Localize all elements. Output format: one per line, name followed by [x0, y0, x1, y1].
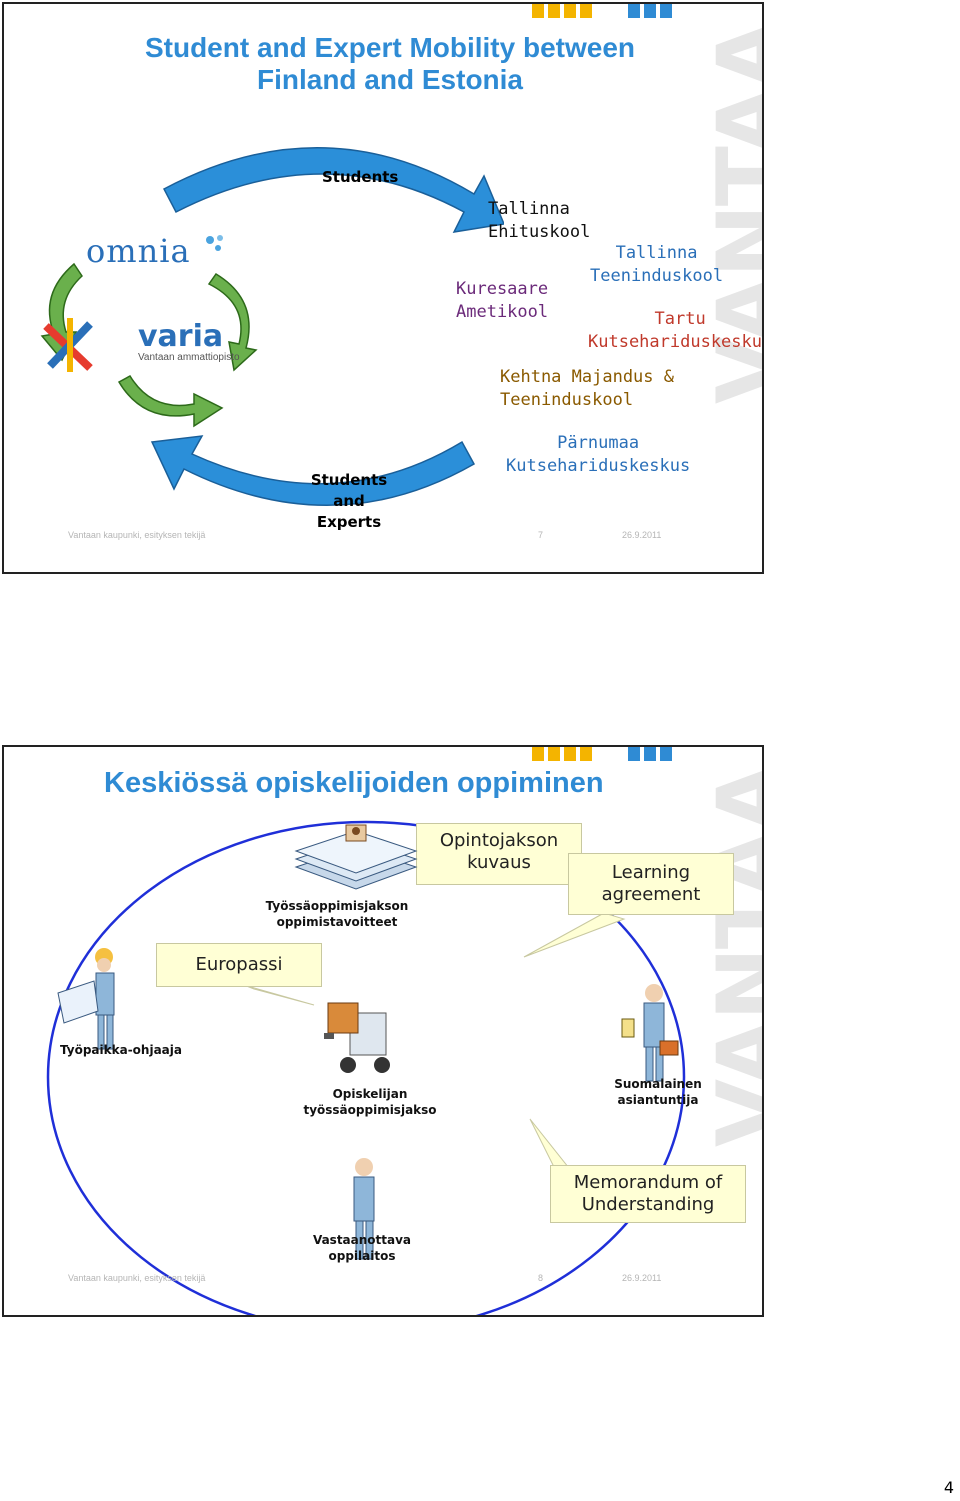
- varia-x-logo-icon: [43, 318, 93, 372]
- school-kuresaare-ametikool: Kuresaare Ametikool: [456, 279, 549, 322]
- workplace-supervisor-figure: [57, 948, 115, 1050]
- decorative-squares: [532, 4, 672, 18]
- memorandum-callout: Memorandum of Understanding: [550, 1165, 746, 1223]
- school-tartu: Tartu Kutsehariduskeskus: [588, 309, 764, 352]
- students-label: Students: [322, 168, 399, 186]
- forklift-icon: [324, 1002, 390, 1073]
- footer-date: 26.9.2011: [622, 530, 662, 540]
- slide-title: Student and Expert Mobility between Finl…: [144, 32, 636, 95]
- bottom-arrow: [150, 435, 476, 506]
- school-tallinna-teeninduskool: Tallinna Teeninduskool: [590, 243, 724, 286]
- learning-circle: [46, 820, 686, 1315]
- page-number: 4: [943, 1478, 954, 1497]
- varia-logo: varia Vantaan ammattiopisto: [138, 319, 240, 364]
- finnish-expert-figure: [621, 984, 679, 1082]
- students-experts-label: Students and Experts: [310, 471, 388, 531]
- learning-tail: [523, 912, 626, 958]
- documents-stack-icon: [294, 824, 418, 890]
- school-tallinna-ehituskool: Tallinna Ehituskool: [488, 199, 591, 242]
- opiskelijan-label: Opiskelijan työssäoppimisjakso: [303, 1087, 437, 1117]
- footer-date: 26.9.2011: [622, 1273, 662, 1283]
- slide-1: VANTAA Student and Expert Mobility betwe…: [2, 2, 764, 574]
- mobility-arrows: [40, 146, 504, 506]
- slide-title: Keskiössä opiskelijoiden oppiminen: [104, 767, 604, 799]
- footer-page: 7: [538, 530, 544, 540]
- school-kehtna: Kehtna Majandus & Teeninduskool: [500, 367, 674, 410]
- top-arrow: [162, 146, 504, 233]
- receiving-school-figure: [353, 1158, 375, 1260]
- europassi-tail: [243, 984, 315, 1006]
- green-arrow-bottom: [117, 374, 224, 428]
- opintojakson-callout: Opintojakson kuvaus: [416, 823, 582, 885]
- footer-left: Vantaan kaupunki, esityksen tekijä: [68, 530, 206, 540]
- tyossaoppimisjakson-label: Työssäoppimisjakson oppimistavoitteet: [265, 899, 409, 929]
- footer-left: Vantaan kaupunki, esityksen tekijä: [68, 1273, 206, 1283]
- europassi-callout: Europassi: [156, 943, 322, 987]
- decorative-squares: [532, 747, 672, 761]
- omnia-dots-icon: [205, 235, 223, 251]
- school-parnumaa: Pärnumaa Kutsehariduskeskus: [506, 433, 691, 476]
- green-arrow-right: [207, 272, 258, 372]
- omnia-logo: omnia: [86, 232, 228, 270]
- vastaanottava-label: Vastaanottava oppilaitos: [312, 1233, 412, 1263]
- learning-agreement-callout: Learning agreement: [568, 853, 734, 915]
- suomalainen-label: Suomalainen asiantuntija: [614, 1077, 702, 1107]
- tyopaikka-ohjaaja-label: Työpaikka-ohjaaja: [60, 1043, 182, 1057]
- footer-page: 8: [538, 1273, 544, 1283]
- slide-2: VANTAA Keskiössä opiskelijoiden oppimine…: [2, 745, 764, 1317]
